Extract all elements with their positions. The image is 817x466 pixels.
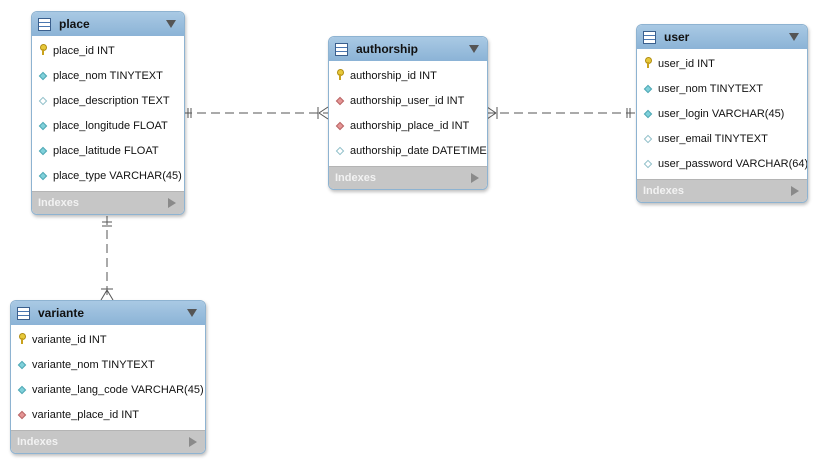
table-user[interactable]: user user_id INT user_nom TINYTEXT user_… <box>636 24 808 203</box>
indexes-section[interactable]: Indexes <box>11 430 205 453</box>
column-label: place_type VARCHAR(45) <box>53 169 182 182</box>
table-header[interactable]: place <box>32 12 184 36</box>
table-title: user <box>664 30 690 44</box>
table-icon <box>38 17 51 31</box>
indexes-label: Indexes <box>17 436 58 448</box>
column-list: authorship_id INT authorship_user_id INT… <box>329 61 487 166</box>
column-label: user_email TINYTEXT <box>658 132 768 145</box>
column-label: user_password VARCHAR(64) <box>658 157 808 170</box>
collapse-caret-icon[interactable] <box>789 33 799 41</box>
column-row[interactable]: authorship_id INT <box>329 63 487 88</box>
table-header[interactable]: user <box>637 25 807 49</box>
column-row[interactable]: place_nom TINYTEXT <box>32 63 184 88</box>
column-list: user_id INT user_nom TINYTEXT user_login… <box>637 49 807 179</box>
table-place[interactable]: place place_id INT place_nom TINYTEXT pl… <box>31 11 185 215</box>
table-icon <box>17 306 30 320</box>
not-null-column-icon <box>38 146 48 156</box>
column-row[interactable]: authorship_date DATETIME <box>329 138 487 163</box>
column-label: user_nom TINYTEXT <box>658 82 763 95</box>
column-row[interactable]: authorship_place_id INT <box>329 113 487 138</box>
column-row[interactable]: place_latitude FLOAT <box>32 138 184 163</box>
table-icon <box>335 42 348 56</box>
collapse-caret-icon[interactable] <box>166 20 176 28</box>
column-label: variante_nom TINYTEXT <box>32 358 155 371</box>
indexes-section[interactable]: Indexes <box>637 179 807 202</box>
table-title: authorship <box>356 42 418 56</box>
not-null-column-icon <box>643 109 653 119</box>
not-null-column-icon <box>17 360 27 370</box>
expand-arrow-icon[interactable] <box>471 173 479 183</box>
indexes-label: Indexes <box>643 185 684 197</box>
column-label: authorship_place_id INT <box>350 119 470 132</box>
foreign-key-column-icon <box>335 121 345 131</box>
column-row[interactable]: variante_id INT <box>11 327 205 352</box>
column-row[interactable]: variante_place_id INT <box>11 402 205 427</box>
expand-arrow-icon[interactable] <box>791 186 799 196</box>
column-label: place_id INT <box>53 44 115 57</box>
nullable-column-icon <box>643 134 653 144</box>
nullable-column-icon <box>38 96 48 106</box>
foreign-key-column-icon <box>335 96 345 106</box>
table-icon <box>643 30 656 44</box>
column-label: authorship_id INT <box>350 69 437 82</box>
column-label: place_longitude FLOAT <box>53 119 168 132</box>
primary-key-icon <box>643 57 652 68</box>
relationship-place-authorship <box>183 106 329 120</box>
table-authorship[interactable]: authorship authorship_id INT authorship_… <box>328 36 488 190</box>
column-label: variante_place_id INT <box>32 408 140 421</box>
column-list: place_id INT place_nom TINYTEXT place_de… <box>32 36 184 191</box>
not-null-column-icon <box>17 385 27 395</box>
column-row[interactable]: user_password VARCHAR(64) <box>637 151 807 176</box>
nullable-column-icon <box>335 146 345 156</box>
table-header[interactable]: variante <box>11 301 205 325</box>
collapse-caret-icon[interactable] <box>187 309 197 317</box>
column-label: place_description TEXT <box>53 94 170 107</box>
column-label: authorship_user_id INT <box>350 94 465 107</box>
column-row[interactable]: place_id INT <box>32 38 184 63</box>
table-title: place <box>59 17 90 31</box>
column-row[interactable]: place_longitude FLOAT <box>32 113 184 138</box>
column-row[interactable]: user_login VARCHAR(45) <box>637 101 807 126</box>
column-label: place_nom TINYTEXT <box>53 69 163 82</box>
column-label: variante_id INT <box>32 333 107 346</box>
column-row[interactable]: user_nom TINYTEXT <box>637 76 807 101</box>
nullable-column-icon <box>643 159 653 169</box>
column-label: user_id INT <box>658 57 715 70</box>
table-variante[interactable]: variante variante_id INT variante_nom TI… <box>10 300 206 454</box>
column-row[interactable]: place_type VARCHAR(45) <box>32 163 184 188</box>
primary-key-icon <box>38 44 47 55</box>
indexes-label: Indexes <box>335 172 376 184</box>
primary-key-icon <box>17 333 26 344</box>
expand-arrow-icon[interactable] <box>189 437 197 447</box>
foreign-key-column-icon <box>17 410 27 420</box>
column-label: place_latitude FLOAT <box>53 144 159 157</box>
not-null-column-icon <box>643 84 653 94</box>
column-row[interactable]: variante_lang_code VARCHAR(45) <box>11 377 205 402</box>
column-row[interactable]: user_id INT <box>637 51 807 76</box>
column-label: user_login VARCHAR(45) <box>658 107 785 120</box>
column-row[interactable]: authorship_user_id INT <box>329 88 487 113</box>
not-null-column-icon <box>38 71 48 81</box>
not-null-column-icon <box>38 171 48 181</box>
column-row[interactable]: variante_nom TINYTEXT <box>11 352 205 377</box>
column-label: authorship_date DATETIME <box>350 144 487 157</box>
table-title: variante <box>38 306 85 320</box>
indexes-section[interactable]: Indexes <box>32 191 184 214</box>
primary-key-icon <box>335 69 344 80</box>
not-null-column-icon <box>38 121 48 131</box>
collapse-caret-icon[interactable] <box>469 45 479 53</box>
expand-arrow-icon[interactable] <box>168 198 176 208</box>
column-row[interactable]: user_email TINYTEXT <box>637 126 807 151</box>
indexes-section[interactable]: Indexes <box>329 166 487 189</box>
relationship-user-authorship <box>486 106 636 120</box>
table-header[interactable]: authorship <box>329 37 487 61</box>
indexes-label: Indexes <box>38 197 79 209</box>
column-list: variante_id INT variante_nom TINYTEXT va… <box>11 325 205 430</box>
column-row[interactable]: place_description TEXT <box>32 88 184 113</box>
column-label: variante_lang_code VARCHAR(45) <box>32 383 204 396</box>
relationship-place-variante <box>100 216 114 301</box>
